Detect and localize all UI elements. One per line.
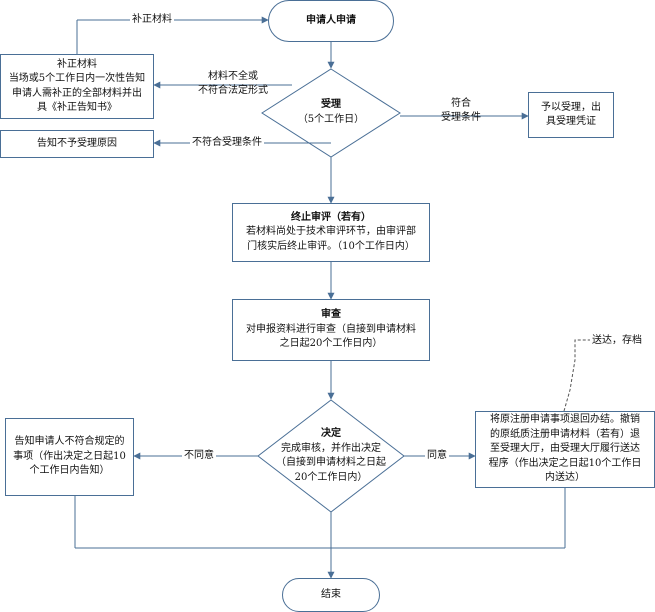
accept-subtitle: （5个工作日） [297, 113, 365, 125]
meets-condition-label: 符合 受理条件 [441, 98, 481, 123]
end-terminal: 结束 [282, 578, 380, 612]
supplement-box: 补正材料 当场或5个工作日内一次性告知 申请人需补正的全部材料并出 具《补正告知… [0, 54, 154, 119]
supplement-body: 当场或5个工作日内一次性告知 申请人需补正的全部材料并出 具《补正告知书》 [8, 73, 146, 113]
incomplete-label: 材料不全或 不符合法定形式 [198, 71, 268, 96]
disagree-notice-box: 告知申请人不符合规定的 事项（作出决定之日起10 个工作日内告知） [5, 418, 134, 496]
agree-label: 同意 [425, 449, 449, 463]
accept-title: 受理 [321, 99, 341, 110]
terminate-title: 终止审评（若有） [291, 211, 371, 223]
start-label: 申请人申请 [306, 14, 356, 26]
reject-notice-box: 告知不予受理原因 [0, 130, 154, 158]
decision-body: 完成审核，并作出决定 （自接到申请材料之日起 20个工作日内） [276, 442, 386, 483]
accept-result-text: 予以受理，出 具受理凭证 [541, 101, 601, 128]
agree-action-text: 将原注册申请事项退回办结。撤销 的原纸质注册申请材料（若有）退 至受理大厅，由受… [488, 414, 642, 484]
terminate-review-box: 终止审评（若有） 若材料尚处于技术审评环节，由审评部 门核实后终止审评。（10个… [232, 203, 430, 262]
accept-diamond [261, 68, 401, 158]
review-body: 对申报资料进行审查（自接到申请材料 之日起20个工作日内） [246, 323, 416, 350]
decision-title: 决定 [321, 428, 341, 439]
accept-result-box: 予以受理，出 具受理凭证 [528, 92, 614, 138]
archive-label: 送达，存档 [592, 335, 642, 346]
archive-callout-line [563, 339, 590, 412]
supplement-loop-label: 补正材料 [130, 13, 174, 27]
decision-node: 决定 完成审核，并作出决定 （自接到申请材料之日起 20个工作日内） [266, 427, 396, 485]
terminate-body: 若材料尚处于技术审评环节，由审评部 门核实后终止审评。（10个工作日内） [246, 226, 416, 252]
start-terminal: 申请人申请 [268, 0, 394, 42]
supplement-title: 补正材料 [57, 58, 97, 70]
decision-diamond [257, 399, 405, 513]
agree-action-box: 将原注册申请事项退回办结。撤销 的原纸质注册申请材料（若有）退 至受理大厅，由受… [475, 411, 655, 488]
review-box: 审查 对申报资料进行审查（自接到申请材料 之日起20个工作日内） [232, 299, 430, 361]
accept-decision: 受理 （5个工作日） [282, 98, 380, 127]
reject-notice-text: 告知不予受理原因 [37, 137, 117, 149]
disagree-label: 不同意 [182, 449, 216, 463]
not-meets-label: 不符合受理条件 [190, 136, 264, 150]
end-label: 结束 [321, 588, 341, 600]
review-title: 审查 [321, 309, 341, 321]
disagree-notice-text: 告知申请人不符合规定的 事项（作出决定之日起10 个工作日内告知） [13, 436, 126, 477]
